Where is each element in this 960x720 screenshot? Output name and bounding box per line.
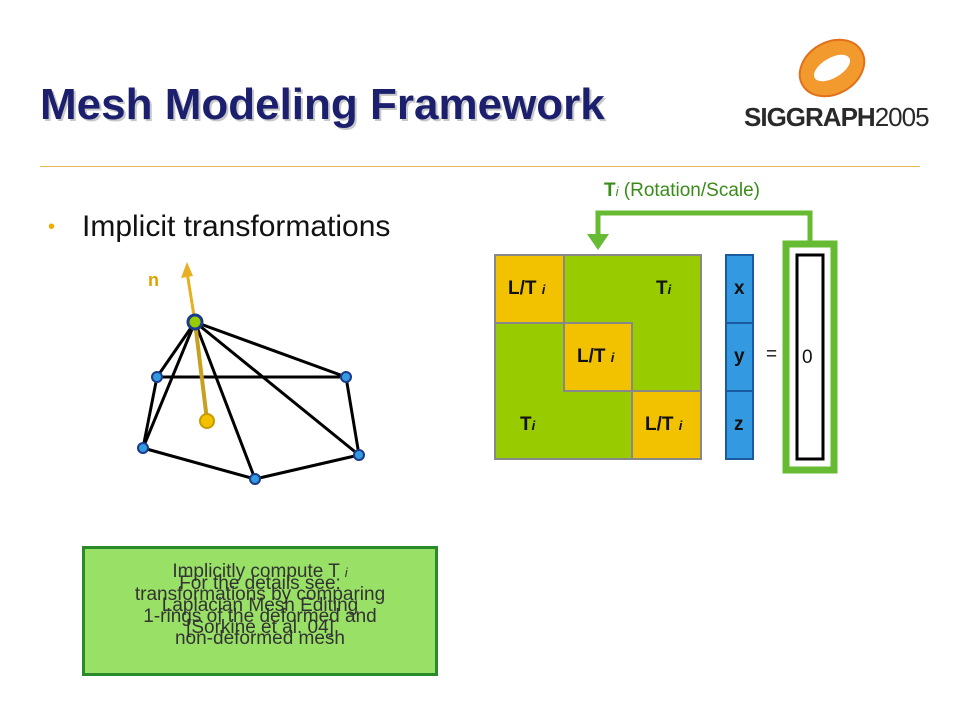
- logo-text: SIGGRAPH2005: [744, 102, 930, 133]
- ti-sub: i: [615, 184, 619, 199]
- note-a-line-2: transformations by comparing: [134, 584, 386, 605]
- ti-rotation-label: Ti (Rotation/Scale): [604, 180, 760, 202]
- note-b-line-3: [Sorkine et al. 04]: [186, 617, 334, 638]
- note-box: Implicitly compute T i transformations b…: [82, 546, 438, 676]
- siggraph-logo-icon: [798, 38, 866, 98]
- bullet-icon: •: [48, 216, 56, 238]
- note-b-line-1: For the details see:: [179, 573, 341, 594]
- matrix-label-diag-1: L/T i: [508, 278, 546, 299]
- vertex: [353, 449, 365, 461]
- laplacian-point: [199, 413, 215, 429]
- note-b-line-2: Laplacian Mesh Editing: [161, 595, 359, 616]
- ti-main: T: [604, 180, 616, 201]
- matrix-diag-cell-1: [494, 254, 565, 324]
- vertex: [137, 442, 149, 454]
- center-vertex: [186, 313, 204, 331]
- vertex: [249, 473, 261, 485]
- note-text-compute: Implicitly compute T i transformations b…: [85, 561, 435, 650]
- matrix-label-offdiag-1: Ti: [656, 278, 672, 299]
- matrix-diag-cell-3: [631, 390, 702, 460]
- note-a-line-3: 1-rings of the deformed and: [143, 606, 377, 627]
- matrix-label-offdiag-2: Ti: [520, 414, 536, 435]
- vector-label-x: x: [734, 278, 745, 299]
- vertex: [340, 371, 352, 383]
- logo-year: 2005: [874, 102, 930, 132]
- matrix-diag-cell-2: [563, 322, 633, 392]
- slide-title: Mesh Modeling Framework: [40, 80, 605, 129]
- note-a-line-1: Implicitly compute T i: [172, 561, 348, 582]
- rhs-zero: 0: [802, 347, 813, 368]
- note-text-reference: For the details see: Laplacian Mesh Edit…: [85, 573, 435, 639]
- vertex: [151, 371, 163, 383]
- logo-brand: SIGGRAPH: [744, 102, 876, 132]
- ti-rest: (Rotation/Scale): [618, 180, 761, 201]
- vector-label-y: y: [734, 346, 745, 367]
- equals-sign: =: [766, 344, 778, 365]
- matrix-label-diag-2: L/T i: [577, 346, 615, 367]
- normal-arrowhead-icon: [181, 262, 193, 278]
- rhs-vector: [795, 253, 825, 461]
- note-a-line-4: non-deformed mesh: [174, 628, 346, 649]
- vector-label-z: z: [734, 414, 744, 435]
- matrix-label-diag-3: L/T i: [645, 414, 683, 435]
- mesh-edges: [141, 320, 361, 481]
- bracket-arrowhead-icon: [587, 234, 609, 250]
- title-divider: [40, 166, 920, 167]
- normal-label: n: [148, 270, 159, 290]
- vector-cell-z: [725, 390, 754, 460]
- transform-bracket: [595, 210, 813, 244]
- bullet-text: Implicit transformations: [82, 210, 391, 243]
- vector-cell-y: [725, 322, 754, 392]
